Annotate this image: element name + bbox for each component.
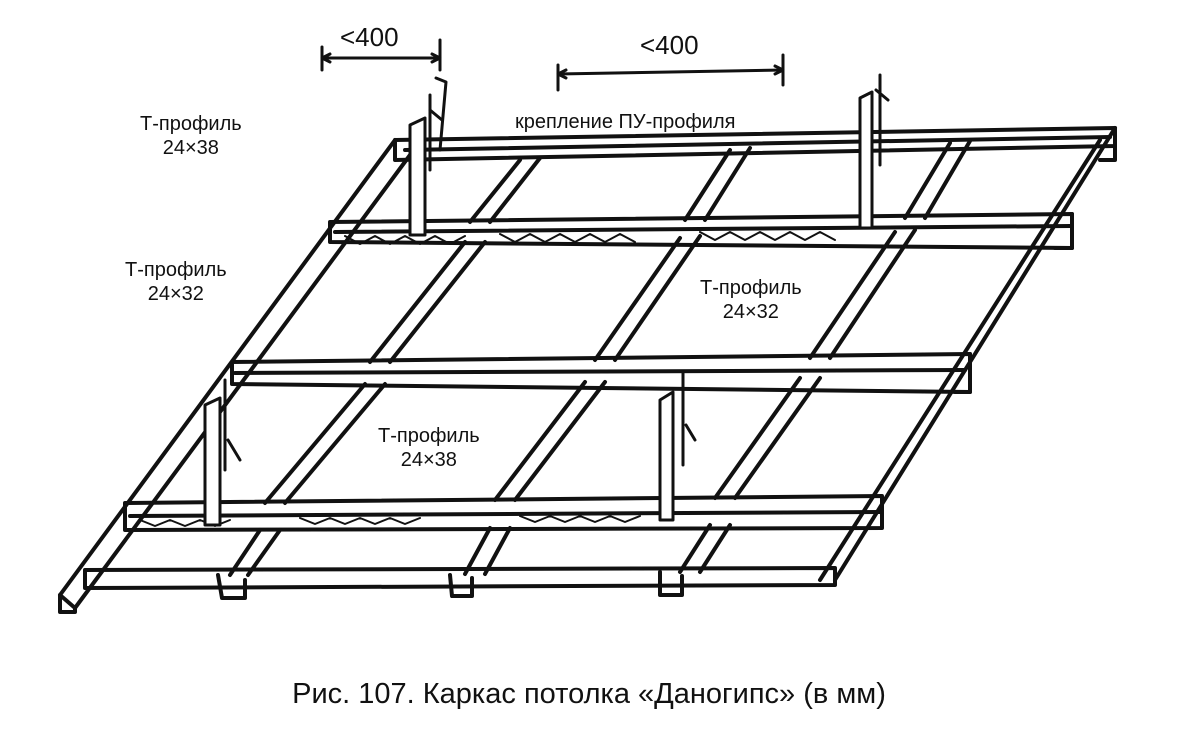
label-line: Т-профиль bbox=[378, 425, 480, 447]
profile-end-caps bbox=[216, 126, 1117, 600]
dimension-left-value: <400 bbox=[340, 22, 399, 52]
main-profile-upper bbox=[328, 212, 1074, 250]
main-profile-back bbox=[393, 126, 1117, 162]
main-profile-front bbox=[83, 566, 837, 590]
hanger-top-left bbox=[408, 76, 448, 237]
label-pu-profile-mount: крепление ПУ-профиля bbox=[515, 111, 736, 133]
hanger-top-right bbox=[858, 73, 890, 230]
main-profile-lower bbox=[123, 494, 884, 532]
label-t-profile-24x38-center: Т-профиль 24×38 bbox=[378, 424, 480, 472]
dimension-line-right bbox=[556, 53, 785, 92]
label-line: Т-профиль bbox=[700, 277, 802, 299]
cross-profiles bbox=[228, 139, 972, 577]
label-line: 24×38 bbox=[400, 449, 457, 471]
label-t-profile-24x32-right: Т-профиль 24×32 bbox=[700, 276, 802, 324]
figure-caption: Рис. 107. Каркас потолка «Даногипс» (в м… bbox=[292, 678, 886, 710]
dimension-line-left bbox=[320, 38, 442, 72]
hanger-bottom-right bbox=[658, 370, 697, 522]
left-rail bbox=[58, 138, 412, 614]
right-rail bbox=[818, 126, 1117, 582]
label-t-profile-24x38-top: Т-профиль 24×38 bbox=[140, 112, 242, 160]
dimension-right-value: <400 bbox=[640, 30, 699, 60]
label-t-profile-24x32-left: Т-профиль 24×32 bbox=[125, 258, 227, 306]
label-line: 24×38 bbox=[162, 137, 219, 159]
label-line: 24×32 bbox=[722, 301, 779, 323]
hanger-bottom-left bbox=[203, 378, 242, 527]
label-line: Т-профиль bbox=[140, 113, 242, 135]
label-line: Т-профиль bbox=[125, 259, 227, 281]
label-line: 24×32 bbox=[147, 283, 204, 305]
